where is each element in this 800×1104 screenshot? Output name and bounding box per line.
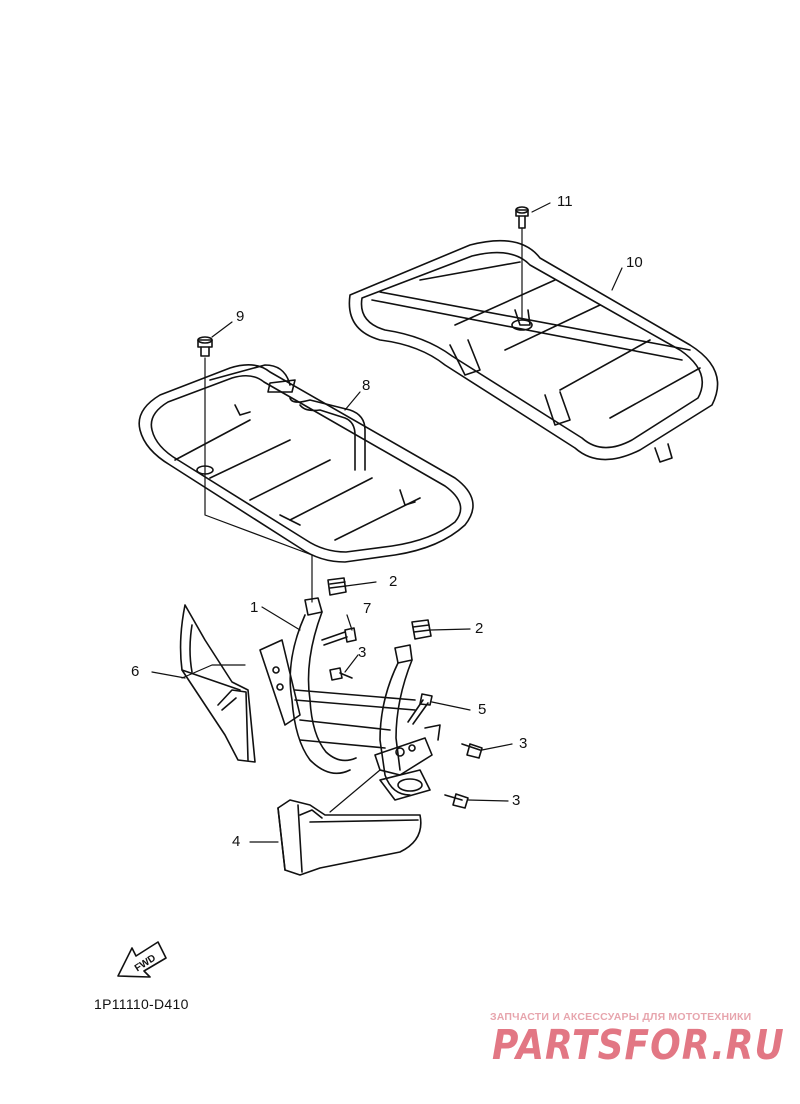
bolt-9 (197, 336, 213, 357)
callout-1: 1 (250, 599, 259, 616)
guard-cover-4 (277, 799, 422, 876)
front-carrier-8 (138, 364, 474, 563)
guard-bracket-1 (259, 597, 441, 801)
callout-7: 7 (363, 600, 372, 617)
callout-3-a: 3 (358, 644, 367, 661)
diagram-code: 1P11110-D410 (94, 996, 189, 1012)
damper-2-lower (411, 619, 432, 640)
callout-3-c: 3 (512, 792, 521, 809)
callout-10: 10 (626, 254, 643, 271)
screw-7 (321, 627, 357, 646)
rear-carrier-10 (348, 239, 719, 463)
callout-9: 9 (236, 308, 245, 325)
damper-2-upper (327, 577, 347, 596)
fwd-arrow-icon (117, 941, 167, 978)
callout-5: 5 (478, 701, 487, 718)
guard-cover-6 (179, 604, 256, 763)
bolt-11 (515, 206, 529, 229)
watermark-logo: PARTSFOR.RU (492, 1022, 785, 1070)
callout-11: 11 (557, 193, 573, 210)
bolt-3c (444, 793, 469, 809)
callout-2-lower: 2 (475, 620, 484, 637)
bolt-3b (461, 743, 483, 759)
callout-6: 6 (131, 663, 140, 680)
bolt-3a (329, 667, 353, 681)
callout-8: 8 (362, 377, 371, 394)
screw-5 (407, 693, 433, 725)
watermark-tagline: ЗАПЧАСТИ И АКСЕССУАРЫ ДЛЯ МОТОТЕХНИКИ (490, 1011, 752, 1023)
callout-4: 4 (232, 833, 241, 850)
callout-2-upper: 2 (389, 573, 398, 590)
leader-lines (151, 202, 623, 843)
callout-3-b: 3 (519, 735, 528, 752)
